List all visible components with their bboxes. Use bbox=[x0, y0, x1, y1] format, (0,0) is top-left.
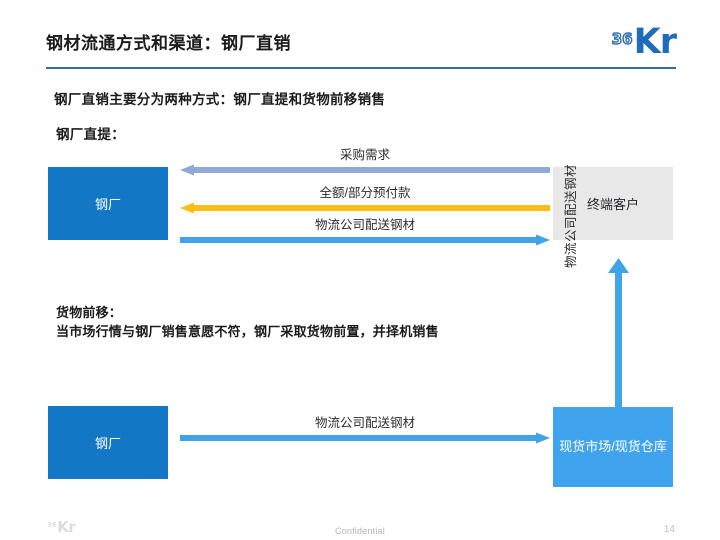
section-one-heading: 钢厂直提： bbox=[56, 127, 125, 142]
footer-page-number: 14 bbox=[663, 524, 675, 535]
section-two-heading: 货物前移： bbox=[56, 305, 123, 320]
footer-logo-mark: Kr bbox=[57, 518, 76, 536]
node-label: 钢厂 bbox=[94, 436, 121, 451]
node-steel-mill-bottom: 钢厂 bbox=[48, 406, 168, 479]
flow-arrow-prepayment bbox=[180, 202, 550, 214]
section-two-block: 货物前移： 当市场行情与钢厂销售意愿不符，钢厂采取货物前置，并择机销售 bbox=[56, 303, 439, 341]
flow-label-logistics-top: 物流公司配送钢材 bbox=[314, 218, 415, 232]
footer-logo-36kr: 36 Kr bbox=[47, 518, 76, 536]
brand-logo-36kr: 36 Kr bbox=[611, 18, 677, 63]
flow-arrow-logistics-vertical bbox=[608, 258, 630, 408]
flow-arrow-purchase-demand bbox=[180, 164, 550, 176]
node-label: 终端客户 bbox=[586, 197, 639, 212]
flow-label-logistics-vertical: 物流公司配送钢材 bbox=[564, 163, 578, 268]
logo-mark: Kr bbox=[633, 22, 677, 63]
node-spot-market: 现货市场/现货仓库 bbox=[553, 407, 673, 487]
footer-confidential-label: Confidential bbox=[335, 526, 385, 536]
flow-label-prepayment: 全额/部分预付款 bbox=[319, 186, 411, 200]
node-label: 钢厂 bbox=[94, 197, 121, 212]
logo-prefix: 36 bbox=[611, 30, 633, 48]
flow-arrow-logistics-top bbox=[180, 234, 550, 246]
lead-paragraph: 钢厂直销主要分为两种方式：钢厂直提和货物前移销售 bbox=[54, 92, 386, 107]
title-divider bbox=[46, 67, 676, 69]
flow-label-logistics-bottom: 物流公司配送钢材 bbox=[314, 416, 415, 430]
section-two-detail: 当市场行情与钢厂销售意愿不符，钢厂采取货物前置，并择机销售 bbox=[56, 324, 439, 339]
node-label: 现货市场/现货仓库 bbox=[559, 439, 667, 454]
flow-label-purchase-demand: 采购需求 bbox=[339, 148, 390, 162]
node-steel-mill-top: 钢厂 bbox=[48, 167, 168, 240]
flow-arrow-logistics-bottom bbox=[180, 432, 550, 444]
page-title: 钢材流通方式和渠道：钢厂直销 bbox=[46, 34, 291, 53]
footer-logo-prefix: 36 bbox=[47, 520, 57, 529]
node-end-customer: 终端客户 bbox=[553, 167, 673, 240]
